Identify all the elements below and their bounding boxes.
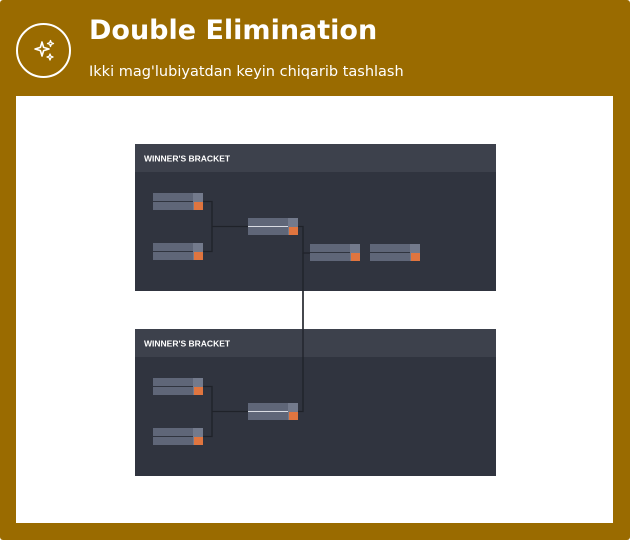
bracket-label: WINNER'S BRACKET xyxy=(144,154,231,164)
match-slot xyxy=(310,244,360,261)
page-subtitle: Ikki mag'lubiyatdan keyin chiqarib tashl… xyxy=(89,64,404,80)
match-slot xyxy=(153,428,203,445)
bracket-header xyxy=(135,329,496,357)
card-header: Double Elimination Ikki mag'lubiyatdan k… xyxy=(0,0,630,96)
bracket-connector xyxy=(203,385,248,438)
page-title: Double Elimination xyxy=(89,15,378,46)
match-slot xyxy=(248,218,298,235)
match-slot xyxy=(153,378,203,395)
match-slot xyxy=(153,193,203,210)
bracket-connector xyxy=(298,225,310,254)
upper-bracket: WINNER'S BRACKET xyxy=(135,144,496,291)
content-panel: WINNER'S BRACKET xyxy=(16,96,613,523)
lower-bracket: WINNER'S BRACKET xyxy=(135,253,496,476)
match-slot xyxy=(248,403,298,420)
bracket-connector xyxy=(203,200,248,253)
match-slot xyxy=(370,244,420,261)
bracket-label: WINNER'S BRACKET xyxy=(144,339,231,349)
bracket-header xyxy=(135,144,496,172)
match-slot xyxy=(153,243,203,260)
sparkles-icon xyxy=(33,39,54,61)
header-badge xyxy=(16,23,71,78)
double-elimination-diagram: WINNER'S BRACKET xyxy=(135,144,496,476)
